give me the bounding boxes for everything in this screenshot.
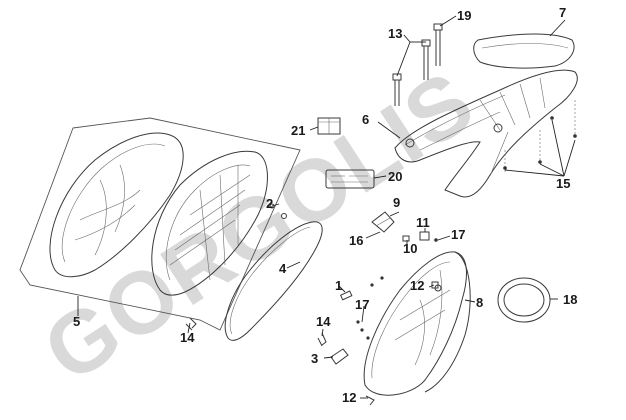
screws-part-17-lower <box>356 276 384 340</box>
callout-18: 18 <box>563 292 577 307</box>
bolts-part-13 <box>392 39 431 106</box>
callout-5: 5 <box>73 314 80 329</box>
callout-12-upper: 12 <box>410 278 424 293</box>
seat-part <box>49 132 184 278</box>
callout-17-lower: 17 <box>355 297 369 312</box>
callout-12-bottom: 12 <box>342 390 356 405</box>
seal-gasket-part <box>224 221 323 341</box>
ring-part-18 <box>497 277 551 323</box>
callout-9: 9 <box>393 195 400 210</box>
callout-21: 21 <box>291 123 305 138</box>
callout-8: 8 <box>476 295 483 310</box>
seat-base-part <box>151 150 268 296</box>
callout-14-center: 14 <box>316 314 331 329</box>
callout-2: 2 <box>266 196 273 211</box>
seat-group-frame <box>19 117 301 331</box>
callout-17-top: 17 <box>451 227 465 242</box>
callout-7: 7 <box>559 5 566 20</box>
clip-part-12-bottom <box>365 395 375 406</box>
carrier-pad-part-7 <box>473 33 575 69</box>
clip-part-14-center <box>317 332 327 347</box>
callout-20: 20 <box>388 169 402 184</box>
clip-part-11 <box>419 231 430 241</box>
callout-15: 15 <box>556 176 570 191</box>
pin-part-1 <box>339 290 353 301</box>
label-part-20 <box>325 169 375 189</box>
bracket-part-9 <box>371 211 395 233</box>
clip-part-10 <box>402 235 410 242</box>
bracket-part-3 <box>330 348 349 365</box>
screw-part-17-top <box>434 238 438 242</box>
callout-1: 1 <box>335 278 342 293</box>
callout-11: 11 <box>416 215 430 230</box>
callout-6: 6 <box>362 112 369 127</box>
stopper-part-21 <box>317 117 341 135</box>
callout-14-left: 14 <box>180 330 195 345</box>
leader-lines <box>77 15 576 399</box>
nuts-part-15 <box>503 100 577 172</box>
callout-4: 4 <box>279 261 287 276</box>
callout-3: 3 <box>311 351 318 366</box>
bolt-part-19 <box>433 23 443 66</box>
callout-13: 13 <box>388 26 402 41</box>
rear-carrier-part <box>394 69 578 198</box>
bolt-part-2 <box>269 203 287 219</box>
callout-16: 16 <box>349 233 363 248</box>
clip-part-12-upper <box>431 281 439 289</box>
callout-19: 19 <box>457 8 471 23</box>
body-panel-part-8 <box>363 251 471 396</box>
callout-10: 10 <box>403 241 417 256</box>
